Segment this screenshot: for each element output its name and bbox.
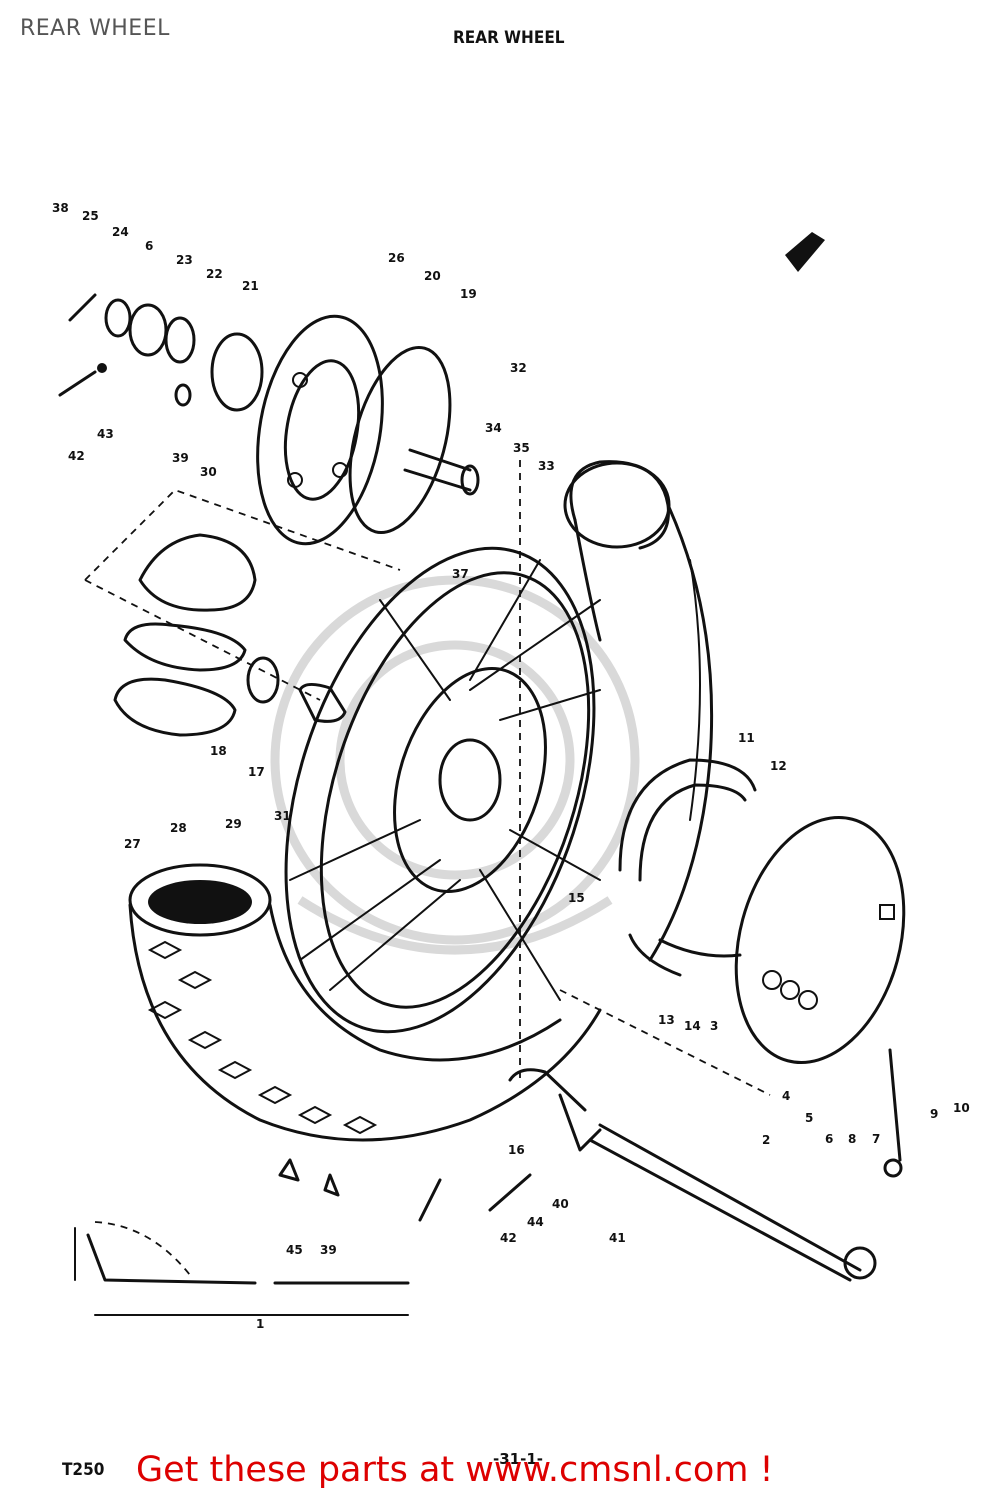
tire-bottom-section — [128, 863, 602, 1142]
callout-label: 39 — [172, 451, 189, 465]
orientation-arrow-icon — [785, 232, 825, 272]
callout-label: 16 — [508, 1143, 525, 1157]
callout-label: 9 — [930, 1107, 938, 1121]
callout-label: 6 — [145, 239, 153, 253]
model-code: T250 — [62, 1460, 105, 1480]
rear-sprocket — [256, 314, 384, 546]
callout-label: 42 — [68, 449, 85, 463]
callout-label: 1 — [256, 1317, 264, 1331]
page-label: REAR WHEEL — [20, 16, 170, 41]
callout-label: 14 — [684, 1019, 701, 1033]
cush-rubbers — [113, 533, 347, 737]
callout-label: 43 — [97, 427, 114, 441]
callout-label: 38 — [52, 201, 69, 215]
callout-label: 5 — [805, 1111, 813, 1125]
diagram-page-number: -31-1- — [493, 1450, 543, 1468]
callout-label: 4 — [782, 1089, 790, 1103]
callout-label: 22 — [206, 267, 223, 281]
callout-label: 28 — [170, 821, 187, 835]
callout-label: 44 — [527, 1215, 544, 1229]
callout-label: 7 — [872, 1132, 880, 1146]
callout-label: 33 — [538, 459, 555, 473]
part-callouts: 38 25 24 6 23 22 21 26 20 19 32 34 35 33… — [52, 201, 970, 1331]
callout-label: 29 — [225, 817, 242, 831]
callout-label: 17 — [248, 765, 265, 779]
wheel-rim — [284, 546, 601, 1034]
callout-label: 24 — [112, 225, 129, 239]
callout-label: 45 — [286, 1243, 303, 1257]
callout-label: 37 — [452, 567, 469, 581]
callout-label: 11 — [738, 731, 755, 745]
brake-shoes — [618, 758, 757, 977]
callout-label: 25 — [82, 209, 99, 223]
cmsnl-promo-link[interactable]: Get these parts at www.cmsnl.com ! — [136, 1450, 774, 1490]
assembly-guide-lines — [84, 460, 771, 1096]
sprocket-drum — [348, 346, 480, 534]
callout-label: 42 — [500, 1231, 517, 1245]
callout-label: 23 — [176, 253, 193, 267]
callout-label: 2 — [762, 1133, 770, 1147]
spoke-dimension-drawing — [74, 1221, 410, 1316]
callout-label: 40 — [552, 1197, 569, 1211]
callout-label: 34 — [485, 421, 502, 435]
callout-label: 27 — [124, 837, 141, 851]
callout-label: 31 — [274, 809, 291, 823]
diagram-title: REAR WHEEL — [453, 28, 565, 48]
brake-panel — [734, 815, 906, 1178]
callout-label: 8 — [848, 1132, 856, 1146]
tube-valve-and-weights — [278, 1158, 442, 1222]
callout-label: 41 — [609, 1231, 626, 1245]
callout-label: 21 — [242, 279, 259, 293]
callout-label: 19 — [460, 287, 477, 301]
callout-label: 18 — [210, 744, 227, 758]
callout-label: 30 — [200, 465, 217, 479]
callout-label: 35 — [513, 441, 530, 455]
callout-label: 39 — [320, 1243, 337, 1257]
callout-label: 26 — [388, 251, 405, 265]
sprocket-side-hardware — [58, 293, 264, 412]
callout-label: 13 — [658, 1013, 675, 1027]
callout-label: 32 — [510, 361, 527, 375]
callout-label: 12 — [770, 759, 787, 773]
callout-label: 6 — [825, 1132, 833, 1146]
callout-label: 20 — [424, 269, 441, 283]
rear-axle — [488, 1068, 877, 1282]
callout-label: 10 — [953, 1101, 970, 1115]
callout-label: 3 — [710, 1019, 718, 1033]
callout-label: 15 — [568, 891, 585, 905]
